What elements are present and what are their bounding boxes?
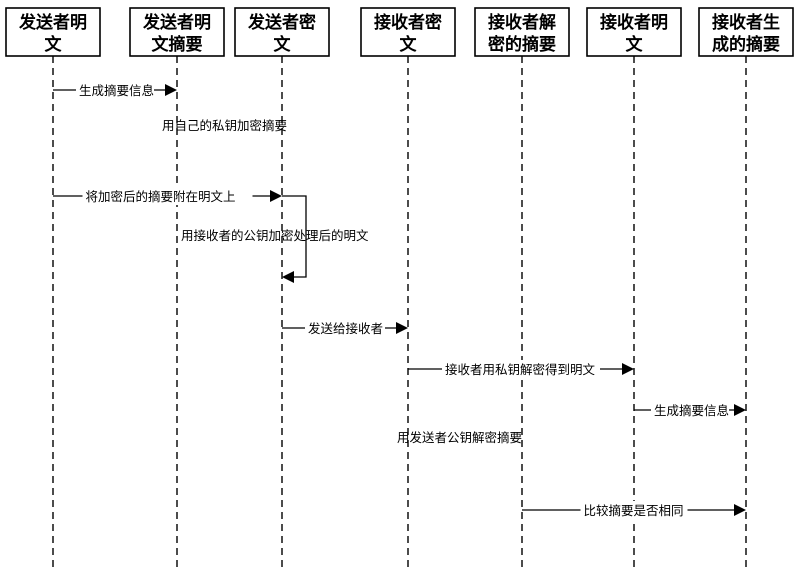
arrowhead xyxy=(165,84,177,96)
actor-headers: 发送者明文发送者明文摘要发送者密文接收者密文接收者解密的摘要接收者明文接收者生成… xyxy=(5,7,794,57)
message-label-bg xyxy=(651,401,729,419)
note-3: 用发送者公钥解密摘要 xyxy=(397,430,522,445)
arrowhead xyxy=(396,322,408,334)
message-6: 比较摘要是否相同 xyxy=(522,501,746,519)
actor-box xyxy=(129,7,225,57)
arrowhead xyxy=(622,363,634,375)
lifelines xyxy=(52,56,747,572)
actor-box xyxy=(360,7,456,57)
note-1: 用自己的私钥加密摘要 xyxy=(162,118,287,133)
self-message-loop xyxy=(282,195,307,283)
actor-box xyxy=(586,7,682,57)
message-label: 比较摘要是否相同 xyxy=(584,503,684,518)
actor-label-line2: 文 xyxy=(626,34,644,55)
self-message-line xyxy=(282,195,307,278)
actor-label-line1: 接收者解 xyxy=(488,12,556,33)
actor-label-line1: 接收者密 xyxy=(374,12,442,33)
actor-box xyxy=(698,7,794,57)
actor-label-line2: 密的摘要 xyxy=(488,34,556,55)
message-label: 生成摘要信息 xyxy=(79,83,154,98)
actor-box xyxy=(5,7,101,57)
message-5: 生成摘要信息 xyxy=(634,401,746,419)
message-label-bg xyxy=(442,360,600,378)
actor-label-line1: 接收者明 xyxy=(600,12,668,33)
message-3: 发送给接收者 xyxy=(282,319,408,337)
messages: 生成摘要信息将加密后的摘要附在明文上发送给接收者接收者用私钥解密得到明文生成摘要… xyxy=(53,81,746,519)
message-label: 将加密后的摘要附在明文上 xyxy=(86,189,236,204)
message-label-bg xyxy=(580,501,688,519)
actor-label-line2: 文 xyxy=(45,34,63,55)
arrowhead xyxy=(734,404,746,416)
message-1: 生成摘要信息 xyxy=(53,81,177,99)
message-label-bg xyxy=(82,187,253,205)
actor-label-line2: 成的摘要 xyxy=(712,34,780,55)
note-2: 用接收者的公钥加密处理后的明文 xyxy=(181,228,369,243)
actor-label-line1: 发送者明 xyxy=(18,12,87,33)
message-label-bg xyxy=(305,319,385,337)
arrowhead xyxy=(270,190,282,202)
actor-box xyxy=(234,7,330,57)
actor-label-line2: 文摘要 xyxy=(152,34,203,55)
actor-box xyxy=(474,7,570,57)
actor-label-line1: 接收者生 xyxy=(712,12,780,33)
arrowhead xyxy=(734,504,746,516)
actor-label-line1: 发送者密 xyxy=(247,12,316,33)
actor-label-line1: 发送者明 xyxy=(142,12,211,33)
actor-label-line2: 文 xyxy=(400,34,418,55)
arrowhead xyxy=(282,271,294,283)
message-2: 将加密后的摘要附在明文上 xyxy=(53,187,282,205)
self-message xyxy=(282,195,307,283)
message-label: 生成摘要信息 xyxy=(654,403,729,418)
message-4: 接收者用私钥解密得到明文 xyxy=(408,360,634,378)
message-label: 发送给接收者 xyxy=(308,321,383,336)
message-label: 接收者用私钥解密得到明文 xyxy=(445,362,596,377)
message-label-bg xyxy=(76,81,154,99)
actor-label-line2: 文 xyxy=(274,34,292,55)
